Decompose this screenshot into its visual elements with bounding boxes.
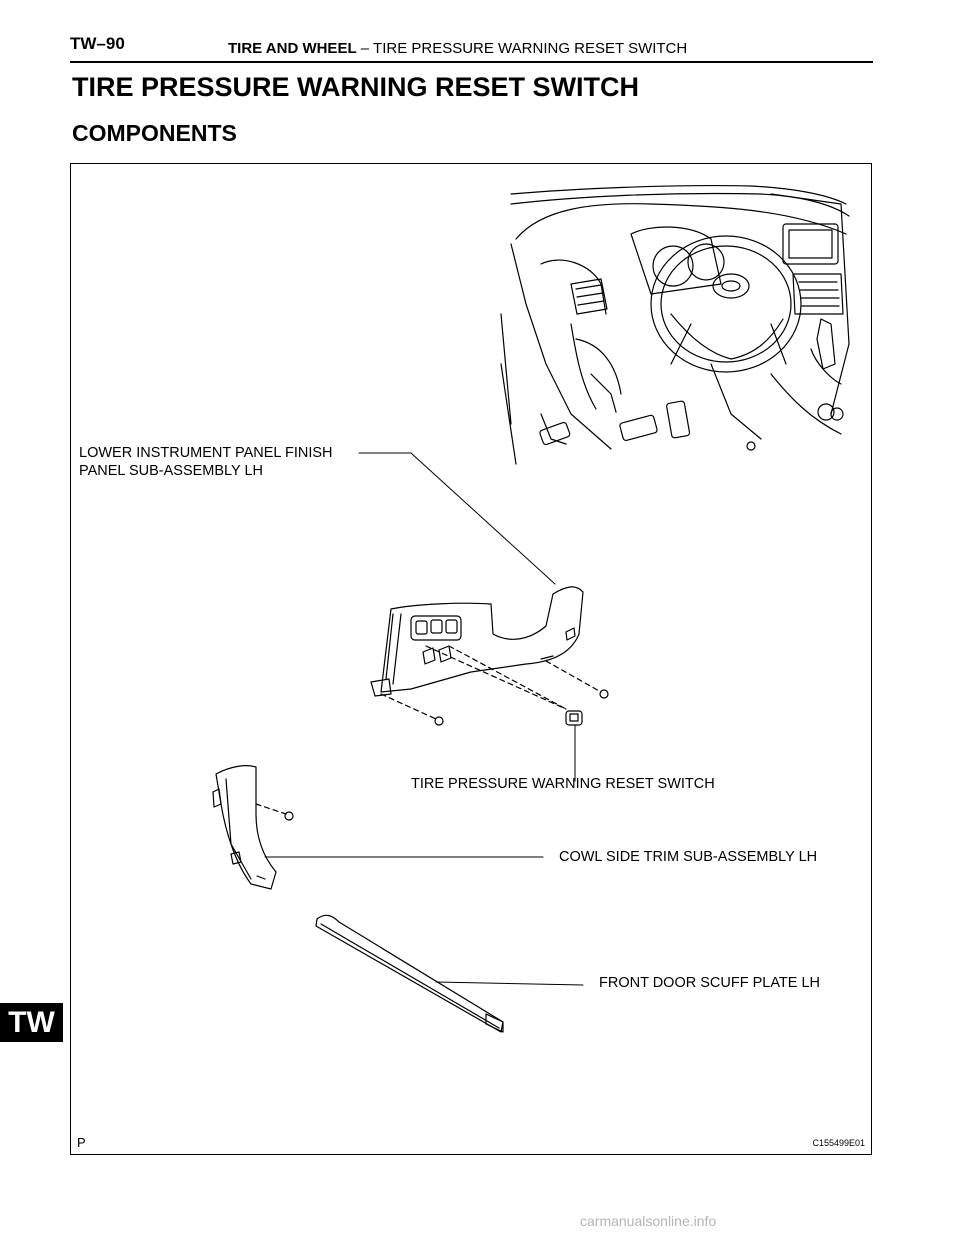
header-section: TIRE AND WHEEL	[228, 40, 357, 57]
lower-instrument-panel-illustration	[370, 586, 584, 697]
figure-letter: P	[77, 1135, 86, 1150]
leader-lines	[264, 452, 584, 986]
watermark: carmanualsonline.info	[580, 1213, 717, 1229]
callout-reset-switch: TIRE PRESSURE WARNING RESET SWITCH	[411, 776, 715, 792]
cowl-side-trim-illustration	[212, 765, 277, 890]
callout-lower-panel-line1: LOWER INSTRUMENT PANEL FINISH	[79, 445, 333, 461]
page-number: TW–90	[70, 34, 125, 53]
header-separator: –	[360, 40, 370, 57]
callout-lower-panel-line2: PANEL SUB-ASSEMBLY LH	[79, 463, 264, 479]
figure-code: C155499E01	[812, 1138, 865, 1148]
header-title: TIRE AND WHEEL – TIRE PRESSURE WARNING R…	[228, 40, 687, 57]
header-subsection: TIRE PRESSURE WARNING RESET SWITCH	[373, 40, 688, 57]
callout-lower-instrument-panel: LOWER INSTRUMENT PANEL FINISH PANEL SUB-…	[79, 444, 333, 480]
callout-scuff-plate: FRONT DOOR SCUFF PLATE LH	[599, 975, 821, 991]
header-rule	[70, 61, 873, 63]
dashboard-illustration	[500, 184, 850, 465]
section-tab: TW	[0, 1003, 63, 1042]
components-figure: LOWER INSTRUMENT PANEL FINISH PANEL SUB-…	[70, 163, 872, 1155]
fasteners-illustration	[255, 645, 609, 821]
scuff-plate-illustration	[315, 914, 504, 1033]
callout-cowl-side-trim: COWL SIDE TRIM SUB-ASSEMBLY LH	[559, 849, 818, 865]
section-title: COMPONENTS	[72, 120, 237, 146]
page-title: TIRE PRESSURE WARNING RESET SWITCH	[72, 72, 640, 102]
components-illustration	[212, 184, 850, 1033]
page-header: TW–90 TIRE AND WHEEL – TIRE PRESSURE WAR…	[70, 34, 873, 62]
